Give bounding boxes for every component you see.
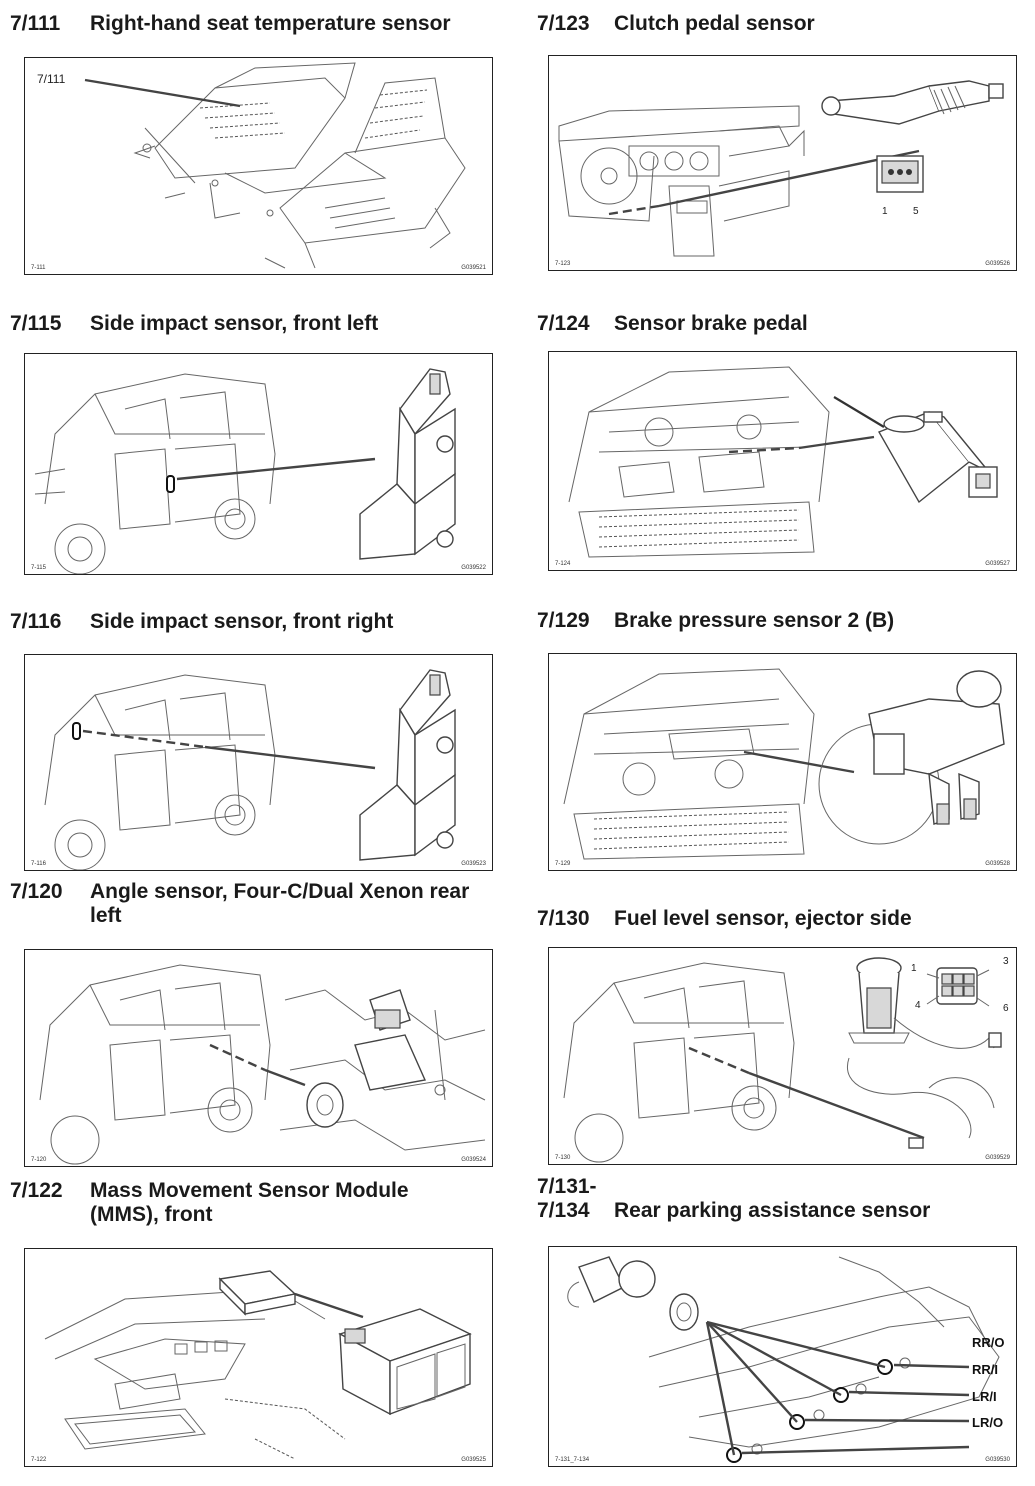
figure-ref-right: G039523 xyxy=(461,861,486,867)
car-side-illustration xyxy=(44,669,456,870)
section-title: Sensor brake pedal xyxy=(614,312,808,335)
figure-ref-right: G039522 xyxy=(461,565,486,571)
figure-ref-left: 7-123 xyxy=(555,261,571,267)
section-title: Side impact sensor, front right xyxy=(90,610,394,633)
figure-sensor-brake-pedal: 7-124 G039527 xyxy=(548,351,1017,571)
section-title-line2: left xyxy=(90,904,122,927)
sensor-position-label: LR/I xyxy=(972,1389,997,1404)
figure-side-impact-sensor-front-left: 7-115 G039522 xyxy=(24,353,493,575)
section-title-line1: Angle sensor, Four-C/Dual Xenon rear xyxy=(90,880,470,903)
pin-label-right: 5 xyxy=(913,206,919,217)
figure-ref-right: G039525 xyxy=(461,1457,486,1463)
section-number: 7/124 xyxy=(537,312,590,335)
engine-bay-illustration xyxy=(563,668,1005,860)
dashboard-illustration xyxy=(558,80,1004,257)
section-title-line2: (MMS), front xyxy=(90,1203,213,1226)
figure-angle-sensor: 7-120 G039524 xyxy=(24,949,493,1167)
sensor-position-label: RR/O xyxy=(972,1335,1005,1350)
section-title: Brake pressure sensor 2 (B) xyxy=(614,609,895,632)
figure-ref-left: 7-124 xyxy=(555,561,571,567)
figure-ref-left: 7-130 xyxy=(555,1155,571,1161)
section-number-line2: 7/134 xyxy=(537,1199,590,1222)
figure-ref-right: G039529 xyxy=(985,1155,1010,1161)
seat-illustration xyxy=(84,62,466,269)
section-title-line1: Mass Movement Sensor Module xyxy=(90,1179,409,1202)
rear-bumper-illustration xyxy=(567,1256,1000,1463)
figure-ref-left: 7-131_7-134 xyxy=(555,1457,590,1463)
ceiling-console-illustration xyxy=(44,1270,472,1460)
figure-ref-left: 7-122 xyxy=(31,1457,47,1463)
callout-label: 7/111 xyxy=(37,72,66,86)
section-number: 7/116 xyxy=(10,610,62,633)
figure-ref-right: G039527 xyxy=(985,561,1010,567)
section-number: 7/120 xyxy=(10,880,63,903)
section-number: 7/111 xyxy=(10,12,61,35)
figure-clutch-pedal-sensor: 1 5 7-123 G039526 xyxy=(548,55,1017,271)
figure-mms-module: 7-122 G039525 xyxy=(24,1248,493,1467)
figure-ref-right: G039524 xyxy=(461,1157,486,1163)
figure-ref-right: G039521 xyxy=(461,265,486,271)
section-number-line1: 7/131- xyxy=(537,1175,597,1198)
section-number: 7/129 xyxy=(537,609,590,632)
section-title: Clutch pedal sensor xyxy=(614,12,815,35)
section-number: 7/122 xyxy=(10,1179,63,1202)
section-title: Fuel level sensor, ejector side xyxy=(614,907,912,930)
pin-label: 4 xyxy=(915,1000,921,1011)
figure-ref-right: G039530 xyxy=(985,1457,1010,1463)
figure-seat-temperature-sensor: 7/111 7-111 G039521 xyxy=(24,57,493,275)
section-title: Side impact sensor, front left xyxy=(90,312,379,335)
pin-label: 6 xyxy=(1003,1003,1009,1014)
figure-ref-left: 7-111 xyxy=(31,265,46,271)
section-title: Rear parking assistance sensor xyxy=(614,1199,931,1222)
figure-ref-left: 7-120 xyxy=(31,1157,47,1163)
pin-label-left: 1 xyxy=(882,206,888,217)
figure-fuel-level-sensor: 1 3 4 6 7-130 G039529 xyxy=(548,947,1017,1165)
section-number: 7/115 xyxy=(10,312,62,335)
figure-brake-pressure-sensor: 7-129 G039528 xyxy=(548,653,1017,871)
car-and-pump-illustration xyxy=(563,957,1002,1163)
figure-ref-left: 7-116 xyxy=(31,861,46,867)
engine-bay-illustration xyxy=(568,366,998,558)
pin-label: 1 xyxy=(911,963,917,974)
figure-ref-left: 7-129 xyxy=(555,861,571,867)
figure-ref-right: G039526 xyxy=(985,261,1010,267)
section-title: Right-hand seat temperature sensor xyxy=(90,12,451,35)
car-and-sensor-illustration xyxy=(39,964,486,1165)
figure-rear-parking-sensors: RR/O RR/I LR/I LR/O 7-131_7-134 G039530 xyxy=(548,1246,1017,1467)
section-number: 7/123 xyxy=(537,12,590,35)
figure-side-impact-sensor-front-right: 7-116 G039523 xyxy=(24,654,493,871)
sensor-position-label: LR/O xyxy=(972,1415,1004,1430)
sensor-position-label: RR/I xyxy=(972,1362,998,1377)
pin-label: 3 xyxy=(1003,956,1009,967)
figure-ref-left: 7-115 xyxy=(31,565,46,571)
figure-ref-right: G039528 xyxy=(985,861,1010,867)
car-side-illustration xyxy=(34,368,456,574)
section-number: 7/130 xyxy=(537,907,590,930)
